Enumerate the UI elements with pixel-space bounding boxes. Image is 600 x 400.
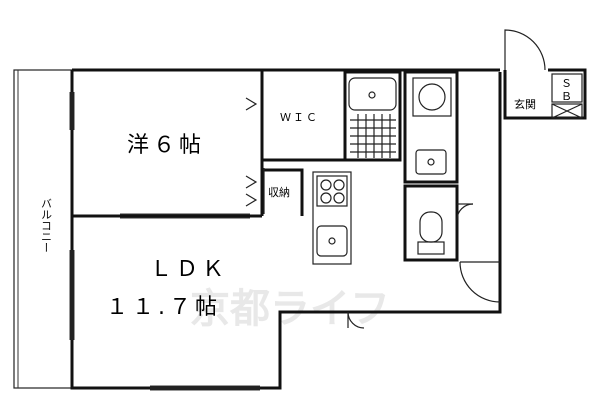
entrance: 玄関 bbox=[504, 29, 546, 111]
outer-walls bbox=[70, 68, 587, 390]
western-room-label: 洋６帖 bbox=[127, 133, 205, 158]
watermark-text: 京都ライフ bbox=[190, 286, 390, 332]
ldk-size-label: １１.７帖 bbox=[106, 295, 221, 320]
kitchen bbox=[312, 171, 352, 265]
entrance-label: 玄関 bbox=[514, 97, 536, 111]
shoe-box-bottom-label: Ｂ bbox=[561, 90, 572, 103]
storage-label: 収納 bbox=[268, 186, 290, 199]
balcony: バルコニー bbox=[13, 69, 73, 389]
balcony-label: バルコニー bbox=[40, 198, 53, 253]
washroom bbox=[403, 70, 459, 184]
storage: 収納 bbox=[245, 168, 304, 216]
windows bbox=[69, 92, 260, 391]
wic-label: ＷＩＣ bbox=[280, 111, 319, 124]
western-room: 洋６帖 bbox=[72, 70, 264, 219]
ldk-name-label: ＬＤＫ bbox=[150, 257, 228, 282]
shoe-box-top-label: Ｓ bbox=[561, 77, 572, 90]
ldk: ＬＤＫ １１.７帖 bbox=[106, 257, 501, 329]
shoe-box: Ｓ Ｂ bbox=[551, 73, 583, 119]
toilet-room bbox=[403, 184, 474, 262]
bathroom bbox=[343, 70, 402, 162]
